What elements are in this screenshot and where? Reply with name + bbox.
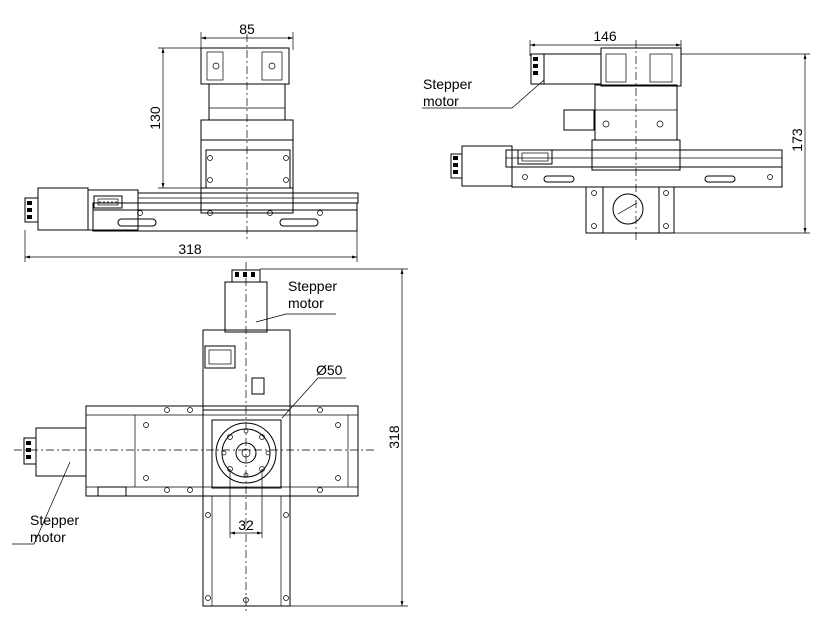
label-side-motor-line1: Stepper [423, 76, 472, 92]
dim-top-length: 318 [386, 425, 402, 449]
dim-center-spacing: 32 [238, 517, 254, 533]
dim-side-width: 146 [593, 28, 617, 44]
dim-side-height: 173 [789, 128, 805, 152]
label-top-motor-line1: Stepper [288, 278, 337, 294]
label-side-motor-line2: motor [423, 93, 459, 109]
dim-front-width: 85 [239, 21, 255, 37]
front-view: 85 130 318 [24, 21, 359, 262]
dim-rotary-diameter: Ø50 [316, 362, 343, 378]
label-top-motor-line2: motor [288, 295, 324, 311]
top-view: Ø50 32 318 Stepper motor Stepper motor [12, 262, 408, 612]
dim-front-height: 130 [147, 106, 163, 130]
label-left-motor-line1: Stepper [30, 512, 79, 528]
label-left-motor-line2: motor [30, 529, 66, 545]
side-view: 146 173 Stepper motor [422, 28, 810, 240]
dim-front-length: 318 [178, 241, 202, 257]
